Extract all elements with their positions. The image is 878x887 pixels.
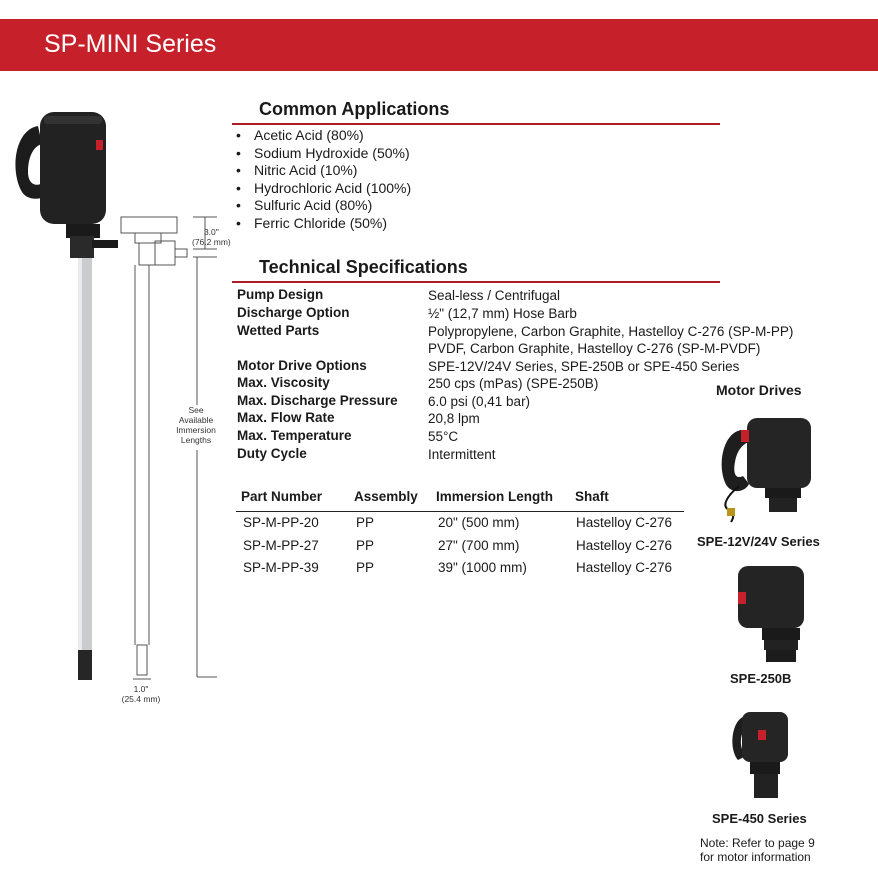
immersion-length-cell: 39" (1000 mm) (438, 560, 527, 575)
motor-caption: SPE-250B (730, 671, 792, 686)
assembly-cell: PP (356, 538, 375, 553)
specs-rule (232, 281, 720, 283)
bottom-dimension-inches: 1.0" (133, 684, 149, 694)
pump-photo (15, 112, 118, 680)
part-number-cell: SP-M-PP-39 (243, 560, 319, 575)
list-item: •Hydrochloric Acid (100%) (236, 179, 412, 196)
top-dimension-label: 3.0" (76.2 mm) (192, 227, 231, 247)
applications-rule (232, 123, 720, 125)
series-banner: SP-MINI Series (0, 19, 878, 71)
assembly-cell: PP (356, 560, 375, 575)
shaft-cell: Hastelloy C-276 (576, 515, 673, 530)
assembly-cell: PP (356, 515, 375, 530)
immersion-note-line: See (188, 405, 204, 415)
table-header-assembly: Assembly (354, 489, 418, 504)
immersion-note-line: Lengths (180, 435, 212, 445)
motor-caption: SPE-450 Series (712, 811, 807, 826)
list-item: •Acetic Acid (80%) (236, 127, 364, 143)
bottom-dimension-label: 1.0" (25.4 mm) (116, 684, 166, 704)
immersion-length-cell: 27" (700 mm) (438, 538, 520, 553)
list-item: •Sodium Hydroxide (50%) (236, 144, 410, 161)
list-item: •Nitric Acid (10%) (236, 162, 358, 179)
motor-450-photo (732, 712, 788, 798)
applications-heading: Common Applications (259, 99, 450, 119)
top-dimension-inches: 3.0" (203, 227, 219, 237)
motor-note: Note: Refer to page 9 for motor informat… (700, 836, 815, 864)
motor-250b-photo (738, 566, 804, 662)
applications-list: •Acetic Acid (80%) •Sodium Hydroxide (50… (236, 127, 411, 233)
list-item: •Sulfuric Acid (80%) (236, 197, 373, 214)
motor-12v-photo (721, 418, 811, 523)
immersion-note-line: Immersion (176, 425, 216, 435)
pump-dimension-drawing (120, 216, 217, 680)
motor-drives-heading: Motor Drives (716, 382, 802, 398)
shaft-cell: Hastelloy C-276 (576, 538, 673, 553)
table-header-immersion-length: Immersion Length (436, 489, 554, 504)
top-dimension-mm: (76.2 mm) (192, 237, 231, 247)
series-title: SP-MINI Series (44, 30, 217, 58)
part-number-cell: SP-M-PP-27 (243, 538, 319, 553)
motor-caption: SPE-12V/24V Series (697, 534, 820, 549)
part-number-cell: SP-M-PP-20 (243, 515, 319, 530)
immersion-length-cell: 20" (500 mm) (438, 515, 520, 530)
specs-heading: Technical Specifications (259, 257, 468, 277)
list-item: •Ferric Chloride (50%) (236, 214, 388, 231)
table-header-rule (236, 511, 684, 512)
immersion-note: See Available Immersion Lengths (172, 405, 220, 445)
immersion-note-line: Available (178, 415, 214, 425)
table-header-shaft: Shaft (575, 489, 609, 504)
table-header-part-number: Part Number (241, 489, 323, 504)
motor-note-line: Note: Refer to page 9 (700, 836, 815, 850)
bottom-dimension-mm: (25.4 mm) (121, 694, 161, 704)
shaft-cell: Hastelloy C-276 (576, 560, 673, 575)
motor-note-line: for motor information (700, 850, 811, 864)
